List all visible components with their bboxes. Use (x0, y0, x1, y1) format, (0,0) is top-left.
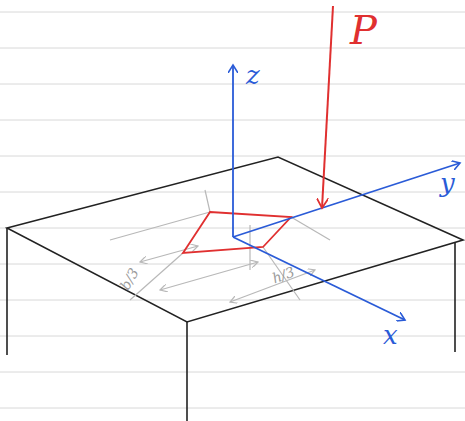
ruled-lines (0, 12, 465, 408)
kern-rhombus (183, 212, 291, 253)
axis-label: x (383, 322, 398, 348)
axis-label: z (246, 62, 260, 88)
dimension-lines (110, 190, 330, 302)
load-label: P (350, 10, 377, 50)
dimension-label: h/3 (270, 265, 296, 286)
load-arrow (322, 6, 333, 208)
axes (233, 65, 460, 320)
axis-label: y (440, 170, 455, 196)
block-outline (7, 157, 463, 421)
